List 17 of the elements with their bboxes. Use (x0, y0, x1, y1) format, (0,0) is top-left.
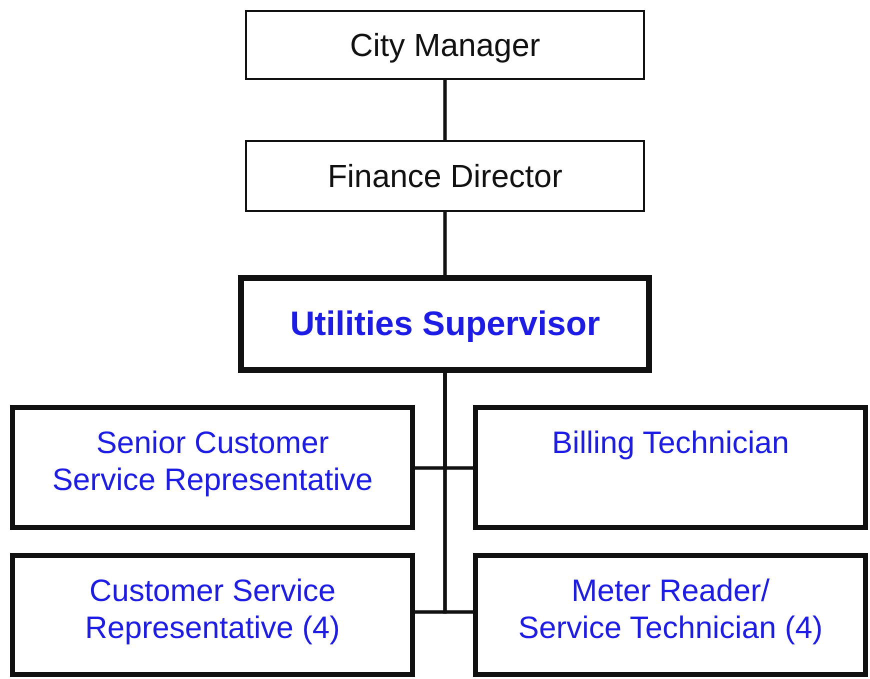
connector-line (443, 212, 447, 275)
role-title: Utilities Supervisor (290, 304, 600, 344)
role-title: Billing Technician (552, 424, 790, 462)
role-title: Senior Customer Service Representative (51, 424, 374, 498)
connector-line (443, 373, 473, 614)
role-title: Finance Director (328, 156, 562, 196)
org-box (473, 405, 868, 530)
org-box (473, 553, 868, 677)
org-box (10, 405, 415, 530)
org-box (245, 10, 645, 80)
role-title: Meter Reader/ Service Technician (4) (517, 572, 824, 646)
org-box (238, 275, 652, 373)
org-box (10, 553, 415, 677)
org-box (245, 140, 645, 212)
role-title: City Manager (350, 26, 540, 64)
role-title: Customer Service Representative (4) (84, 572, 341, 646)
connector-line (443, 80, 447, 140)
